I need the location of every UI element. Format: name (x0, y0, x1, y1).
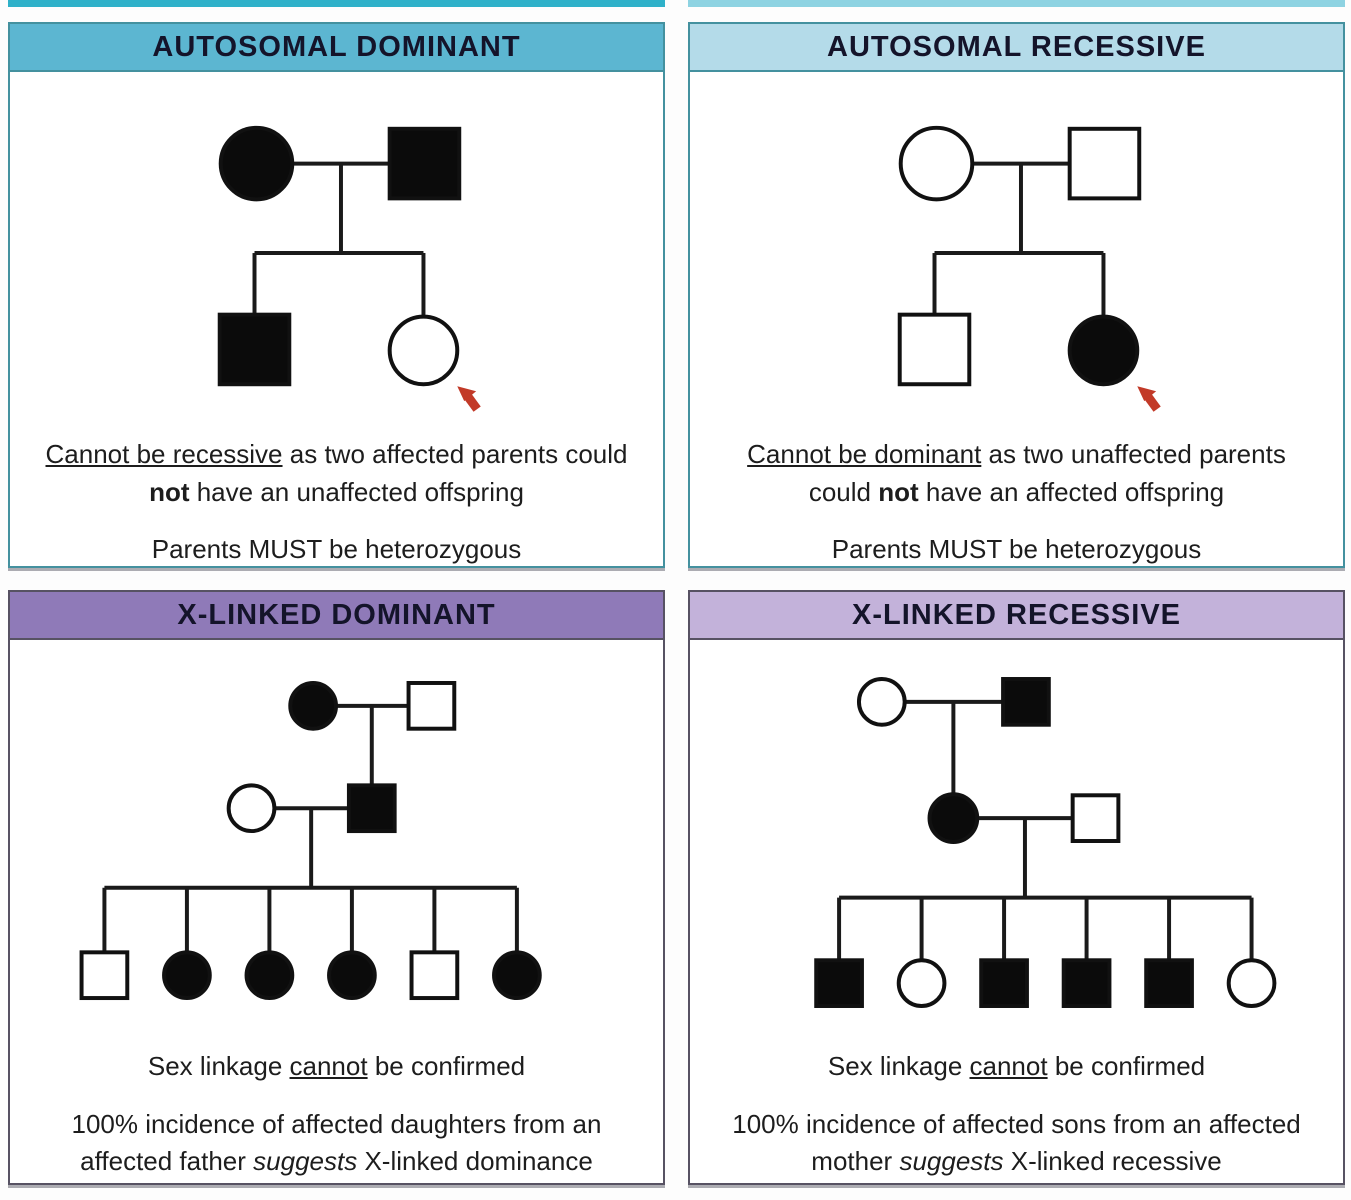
panel-header-x-linked-dominant: X-LINKED DOMINANT (10, 592, 663, 640)
caption-segment: Parents MUST be heterozygous (151, 534, 522, 565)
person-father-unaffected-male (1067, 126, 1142, 201)
caption-cannot-rule: Cannot be dominant as two unaffected par… (716, 436, 1318, 511)
panel-body-autosomal-recessive: Cannot be dominant as two unaffected par… (690, 72, 1343, 569)
caption-segment: suggests (899, 1146, 1004, 1177)
person-daughter-affected-female (1067, 314, 1140, 387)
person-son-4-affected-male (1144, 958, 1194, 1008)
caption-incidence-note: 100% incidence of affected sons from an … (716, 1106, 1318, 1181)
panel-title-x-linked-dominant: X-LINKED DOMINANT (177, 598, 496, 631)
pedigree-diagram-x-linked-dominant (79, 680, 542, 1001)
panel-x-linked-dominant: X-LINKED DOMINANT Sex linkage cannot be … (8, 590, 665, 1185)
person-daughter-1-affected-female (162, 950, 212, 1001)
person-son-1-unaffected-male (79, 950, 130, 1001)
person-mother-unaffected-female (226, 783, 277, 834)
person-daughter-4-affected-female (492, 950, 542, 1001)
caption-segment: have an unaffected offspring (189, 476, 524, 507)
proband-arrow-icon (1137, 386, 1161, 412)
caption-segment: 100% incidence of affected sons from an … (732, 1108, 1301, 1177)
person-grandmother-unaffected-female (856, 677, 907, 727)
person-daughter-1-unaffected-female (896, 958, 947, 1008)
caption-segment: X-linked dominance (357, 1146, 593, 1177)
caption-segment: be confirmed (1047, 1051, 1206, 1081)
caption-segment: Sex linkage (147, 1051, 290, 1081)
top-edge-strip-right (688, 0, 1345, 7)
caption-segment: Cannot be dominant (747, 439, 982, 469)
caption-segment: not (878, 476, 919, 507)
caption-sex-linkage-note: Sex linkage cannot be confirmed (148, 1048, 525, 1086)
person-daughter-3-affected-female (327, 950, 377, 1001)
caption-segment: 100% incidence of affected daughters fro… (71, 1108, 602, 1177)
panels-grid: AUTOSOMAL DOMINANT Cannot be recessive a… (8, 22, 1345, 1185)
caption-segment: cannot (289, 1051, 368, 1081)
person-daughter-2-unaffected-female (1226, 958, 1277, 1008)
person-daughter-2-affected-female (244, 950, 295, 1001)
pedigree-diagram-autosomal-dominant (217, 125, 481, 412)
pedigree-diagram-autosomal-recessive (897, 125, 1161, 412)
caption-sex-linkage-note: Sex linkage cannot be confirmed (828, 1048, 1205, 1086)
pedigree-diagram-x-linked-recessive (814, 677, 1277, 1008)
person-son-1-affected-male (814, 958, 864, 1008)
person-son-unaffected-male (897, 312, 972, 387)
caption-heterozygous-note: Parents MUST be heterozygous (832, 531, 1201, 569)
person-father-affected-male (387, 126, 462, 201)
caption-heterozygous-note: Parents MUST be heterozygous (152, 531, 521, 569)
panel-title-autosomal-recessive: AUTOSOMAL RECESSIVE (827, 30, 1206, 63)
panel-autosomal-dominant: AUTOSOMAL DOMINANT Cannot be recessive a… (8, 22, 665, 568)
person-son-affected-male (217, 312, 292, 387)
proband-arrow-icon (457, 386, 481, 412)
panel-header-x-linked-recessive: X-LINKED RECESSIVE (690, 592, 1343, 640)
person-mother-affected-female (218, 125, 295, 202)
person-mother-unaffected-female (898, 125, 975, 202)
person-son-3-affected-male (1061, 958, 1112, 1008)
caption-segment: X-linked recessive (1003, 1146, 1222, 1177)
person-father-unaffected-male (1070, 793, 1121, 843)
panel-header-autosomal-recessive: AUTOSOMAL RECESSIVE (690, 24, 1343, 72)
panel-body-x-linked-dominant: Sex linkage cannot be confirmed 100% inc… (10, 640, 663, 1183)
caption-segment: Sex linkage (827, 1051, 970, 1081)
panel-x-linked-recessive: X-LINKED RECESSIVE Sex linkage cannot be… (688, 590, 1345, 1185)
person-grandfather-unaffected-male (406, 680, 457, 731)
person-daughter-unaffected-female (387, 314, 460, 387)
person-father-affected-male (346, 783, 397, 834)
caption-segment: not (149, 476, 190, 507)
caption-incidence-note: 100% incidence of affected daughters fro… (36, 1106, 638, 1181)
caption-segment: as two affected parents could (282, 439, 628, 469)
caption-segment: cannot (969, 1051, 1048, 1081)
caption-cannot-rule: Cannot be recessive as two affected pare… (36, 436, 638, 511)
panel-body-x-linked-recessive: Sex linkage cannot be confirmed 100% inc… (690, 640, 1343, 1183)
caption-segment: suggests (253, 1146, 358, 1177)
panel-title-autosomal-dominant: AUTOSOMAL DOMINANT (152, 30, 521, 63)
person-son-2-affected-male (979, 958, 1029, 1008)
caption-segment: Parents MUST be heterozygous (831, 534, 1202, 565)
panel-title-x-linked-recessive: X-LINKED RECESSIVE (852, 598, 1181, 631)
top-edge-strip-left (8, 0, 665, 7)
caption-segment: have an affected offspring (918, 476, 1225, 507)
panel-body-autosomal-dominant: Cannot be recessive as two affected pare… (10, 72, 663, 569)
person-grandfather-affected-male (1001, 677, 1051, 727)
caption-segment: be confirmed (367, 1051, 526, 1081)
person-mother-affected-female (927, 792, 980, 844)
caption-segment: as two unaffected parents could (808, 439, 1286, 507)
panel-header-autosomal-dominant: AUTOSOMAL DOMINANT (10, 24, 663, 72)
person-son-2-unaffected-male (409, 950, 460, 1001)
panel-autosomal-recessive: AUTOSOMAL RECESSIVE Cannot be dominant a… (688, 22, 1345, 568)
caption-segment: Cannot be recessive (45, 439, 283, 469)
person-grandmother-affected-female (288, 680, 338, 731)
